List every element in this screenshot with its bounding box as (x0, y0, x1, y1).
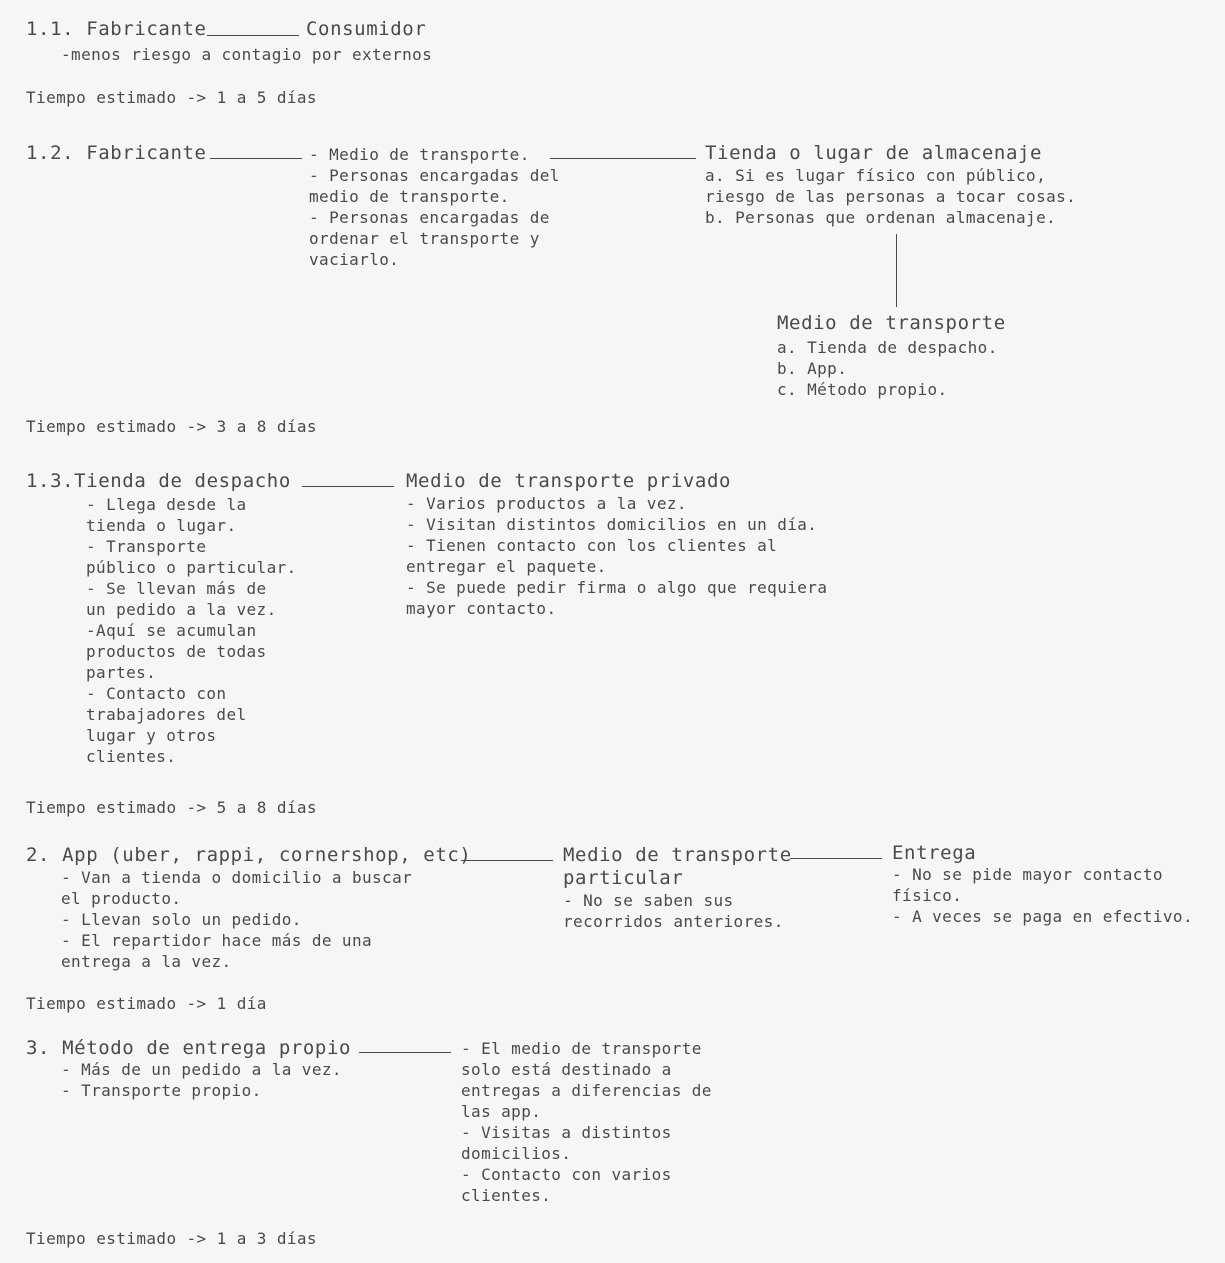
list-item: entregas a diferencias de (461, 1081, 712, 1100)
list-item: - Contacto con varios (461, 1165, 672, 1184)
particular-transport-title-line-2: particular (563, 867, 684, 889)
list-item: medio de transporte. (309, 187, 510, 206)
list-item: a. Tienda de despacho. (777, 338, 998, 357)
list-item: físico. (892, 886, 963, 905)
section-1-1-heading: 1.1. Fabricante (26, 18, 207, 40)
list-item: - Más de un pedido a la vez. (61, 1060, 342, 1079)
own-transport-list: - El medio de transporte solo está desti… (461, 1038, 712, 1206)
medio-list: a. Tienda de despacho. b. App. c. Método… (777, 337, 998, 400)
vertical-connector (896, 234, 897, 307)
list-item: - Se puede pedir firma o algo que requie… (406, 578, 828, 597)
list-item: - Contacto con (86, 684, 227, 703)
store-list: a. Si es lugar físico con público, riesg… (705, 165, 1076, 228)
particular-transport-list: - No se saben sus recorridos anteriores. (563, 890, 784, 932)
list-item: - A veces se paga en efectivo. (892, 907, 1193, 926)
particular-transport-title: Medio de transporte (563, 844, 792, 866)
list-item: lugar y otros (86, 726, 217, 745)
private-transport-list: - Varios productos a la vez. - Visitan d… (406, 493, 827, 619)
list-item: productos de todas (86, 642, 267, 661)
list-item: - Transporte (86, 537, 207, 556)
list-item: b. App. (777, 359, 848, 378)
estimated-time-1-3: Tiempo estimado -> 5 a 8 días (26, 798, 317, 817)
section-1-3-heading: 1.3.Tienda de despacho (26, 470, 291, 492)
list-item: solo está destinado a (461, 1060, 672, 1079)
list-item: - Personas encargadas del (309, 166, 560, 185)
connector-line (210, 158, 302, 159)
connector-line (550, 158, 696, 159)
list-item: tienda o lugar. (86, 516, 237, 535)
list-item: - Llega desde la (86, 495, 247, 514)
section-1-2-heading: 1.2. Fabricante (26, 142, 207, 164)
dispatch-store-list: - Llega desde la tienda o lugar. - Trans… (86, 494, 297, 767)
list-item: - Medio de transporte. (309, 145, 530, 164)
list-item: - Visitan distintos domicilios en un día… (406, 515, 818, 534)
list-item: a. Si es lugar físico con público, (705, 166, 1047, 185)
section-1-1-note: -menos riesgo a contagio por externos (61, 45, 433, 64)
list-item: - No se pide mayor contacto (892, 865, 1163, 884)
list-item: vaciarlo. (309, 250, 400, 269)
connector-line (790, 858, 882, 859)
consumer-label: Consumidor (306, 18, 427, 40)
delivery-list: - No se pide mayor contacto físico. - A … (892, 864, 1193, 927)
list-item: trabajadores del (86, 705, 247, 724)
list-item: - Tienen contacto con los clientes al (406, 536, 778, 555)
connector-line (461, 860, 553, 861)
list-item: - Van a tienda o domicilio a buscar (61, 868, 413, 887)
estimated-time-1-1: Tiempo estimado -> 1 a 5 días (26, 88, 317, 107)
section-2-heading: 2. App (uber, rappi, cornershop, etc) (26, 844, 472, 866)
app-list: - Van a tienda o domicilio a buscar el p… (61, 867, 412, 972)
list-item: las app. (461, 1102, 542, 1121)
private-transport-title: Medio de transporte privado (406, 470, 732, 492)
connector-line (359, 1052, 451, 1053)
list-item: - Se llevan más de (86, 579, 267, 598)
list-item: - No se saben sus (563, 891, 734, 910)
store-title: Tienda o lugar de almacenaje (705, 142, 1043, 164)
list-item: riesgo de las personas a tocar cosas. (705, 187, 1077, 206)
list-item: el producto. (61, 889, 182, 908)
list-item: partes. (86, 663, 157, 682)
connector-line (302, 486, 394, 487)
section-3-heading: 3. Método de entrega propio (26, 1037, 352, 1059)
list-item: - El repartidor hace más de una (61, 931, 373, 950)
medio-title: Medio de transporte (777, 312, 1006, 334)
list-item: - Varios productos a la vez. (406, 494, 687, 513)
list-item: clientes. (461, 1186, 552, 1205)
list-item: clientes. (86, 747, 177, 766)
list-item: - Llevan solo un pedido. (61, 910, 302, 929)
list-item: recorridos anteriores. (563, 912, 784, 931)
list-item: - Visitas a distintos (461, 1123, 672, 1142)
list-item: entregar el paquete. (406, 557, 607, 576)
estimated-time-3: Tiempo estimado -> 1 a 3 días (26, 1229, 317, 1248)
list-item: entrega a la vez. (61, 952, 232, 971)
connector-line (207, 35, 299, 36)
list-item: c. Método propio. (777, 380, 948, 399)
list-item: -Aquí se acumulan (86, 621, 257, 640)
transport-list: - Medio de transporte. - Personas encarg… (309, 144, 560, 270)
own-method-list: - Más de un pedido a la vez. - Transport… (61, 1059, 342, 1101)
list-item: ordenar el transporte y (309, 229, 540, 248)
estimated-time-2: Tiempo estimado -> 1 día (26, 994, 267, 1013)
estimated-time-1-2: Tiempo estimado -> 3 a 8 días (26, 417, 317, 436)
list-item: - Transporte propio. (61, 1081, 262, 1100)
list-item: domicilios. (461, 1144, 572, 1163)
list-item: público o particular. (86, 558, 297, 577)
list-item: un pedido a la vez. (86, 600, 277, 619)
list-item: mayor contacto. (406, 599, 557, 618)
delivery-title: Entrega (892, 842, 977, 864)
list-item: b. Personas que ordenan almacenaje. (705, 208, 1057, 227)
list-item: - Personas encargadas de (309, 208, 550, 227)
list-item: - El medio de transporte (461, 1039, 702, 1058)
